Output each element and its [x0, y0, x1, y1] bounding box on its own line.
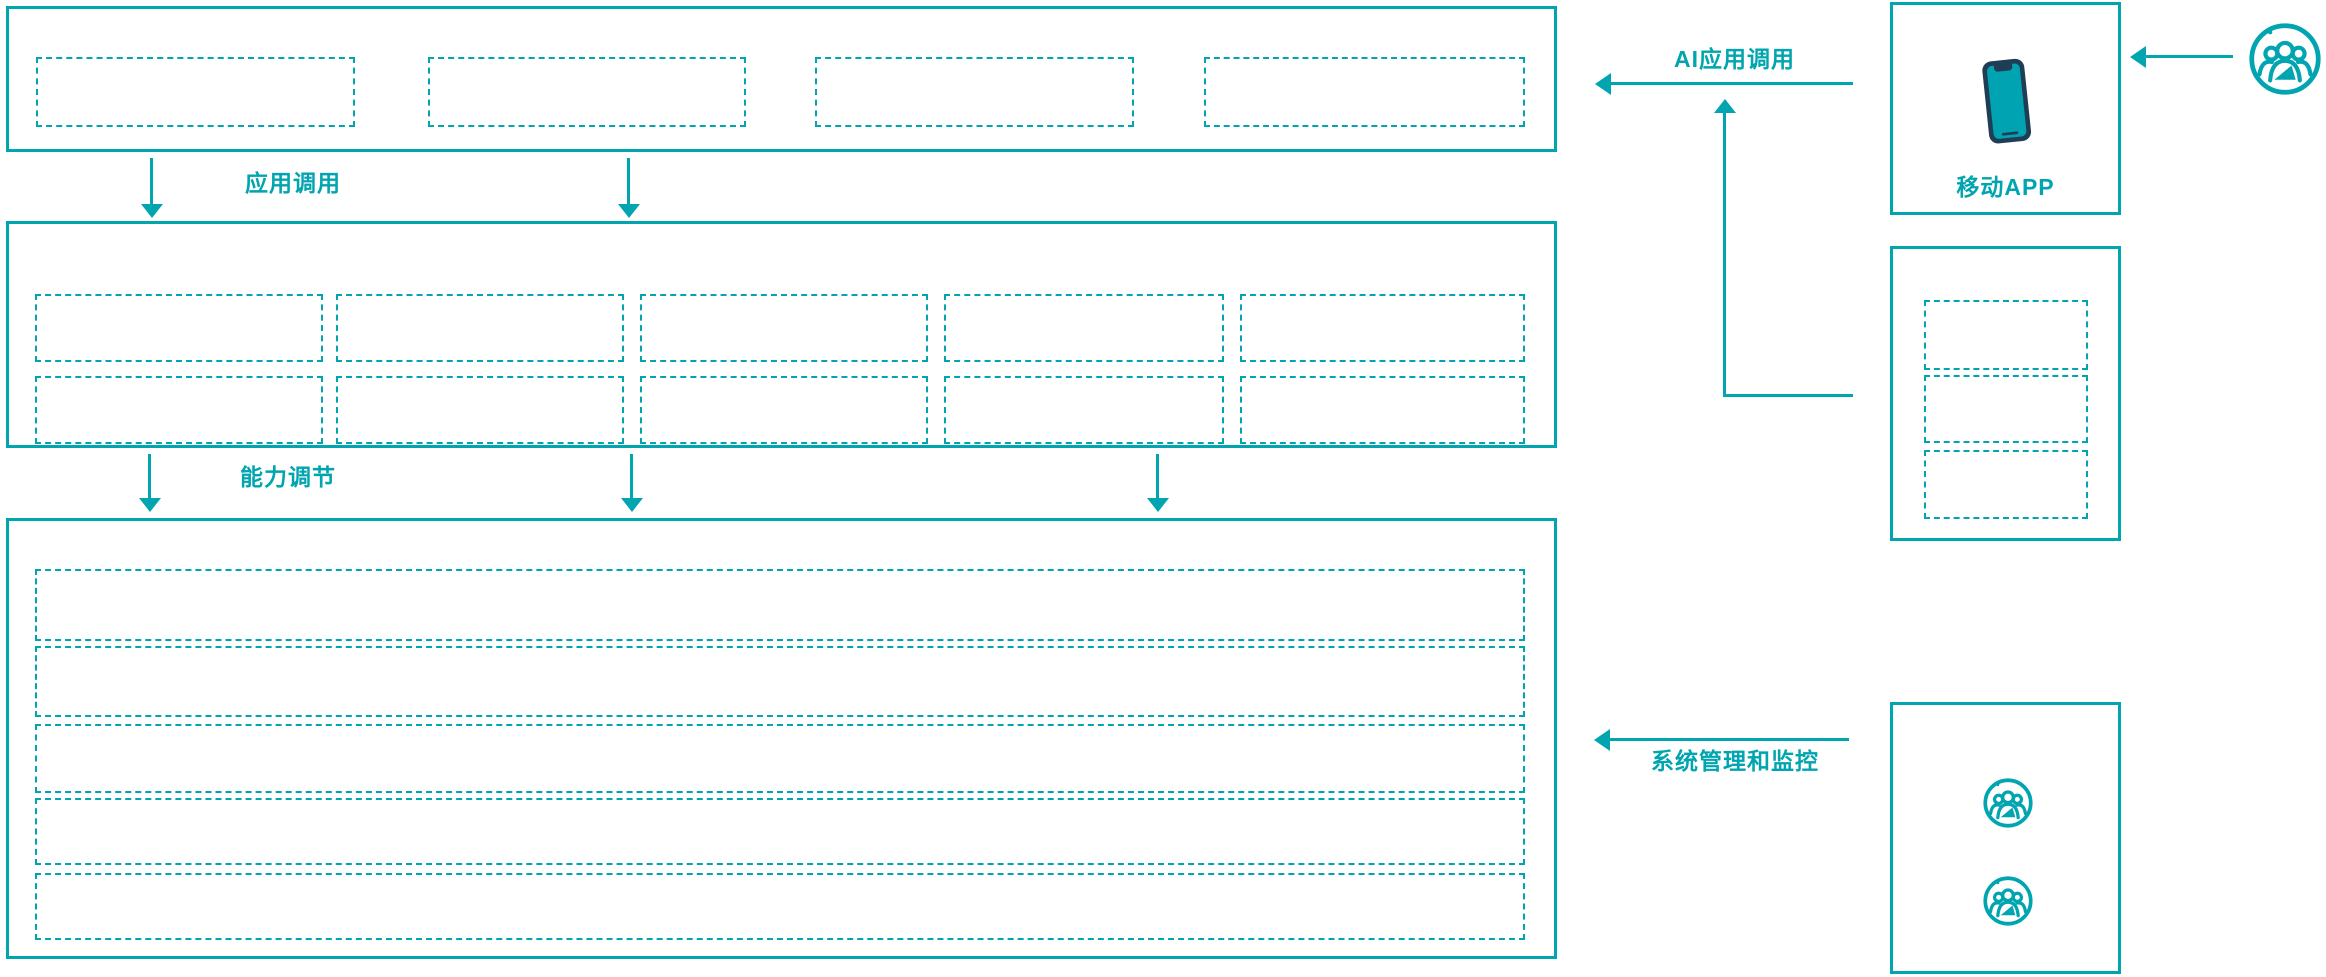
placeholder-box — [36, 57, 355, 127]
mobile-app-box: 移动APP — [1890, 2, 2121, 215]
users-icon — [1982, 777, 2034, 829]
admin-panel-box — [1890, 702, 2121, 974]
users-icon — [2247, 21, 2323, 97]
capability-layer-box — [6, 221, 1557, 448]
placeholder-box — [35, 294, 323, 362]
placeholder-row — [35, 569, 1525, 641]
placeholder-box — [428, 57, 746, 127]
placeholder-box — [1240, 294, 1525, 362]
mobile-app-label: 移动APP — [1956, 174, 2055, 200]
app-call-label: 应用调用 — [245, 170, 341, 196]
capability-tuning-label: 能力调节 — [240, 464, 336, 490]
placeholder-row — [35, 798, 1525, 865]
connector-service-line — [1725, 394, 1853, 397]
placeholder-box — [35, 376, 323, 444]
smartphone-icon — [1980, 57, 2033, 151]
ai-app-call-label: AI应用调用 — [1674, 46, 1795, 72]
placeholder-box — [944, 294, 1224, 362]
placeholder-box — [640, 294, 928, 362]
placeholder-row — [35, 724, 1525, 793]
service-panel-box — [1890, 246, 2121, 541]
users-icon — [1982, 875, 2034, 927]
placeholder-box — [1924, 450, 2088, 519]
placeholder-box — [1924, 300, 2088, 370]
placeholder-box — [336, 294, 624, 362]
placeholder-row — [35, 873, 1525, 940]
placeholder-box — [640, 376, 928, 444]
placeholder-box — [815, 57, 1134, 127]
platform-layer-box — [6, 518, 1557, 959]
placeholder-box — [1204, 57, 1525, 127]
placeholder-box — [1924, 375, 2088, 443]
placeholder-box — [1240, 376, 1525, 444]
system-management-label: 系统管理和监控 — [1651, 748, 1819, 774]
placeholder-box — [944, 376, 1224, 444]
placeholder-box — [336, 376, 624, 444]
application-layer-box — [6, 6, 1557, 152]
placeholder-row — [35, 646, 1525, 717]
